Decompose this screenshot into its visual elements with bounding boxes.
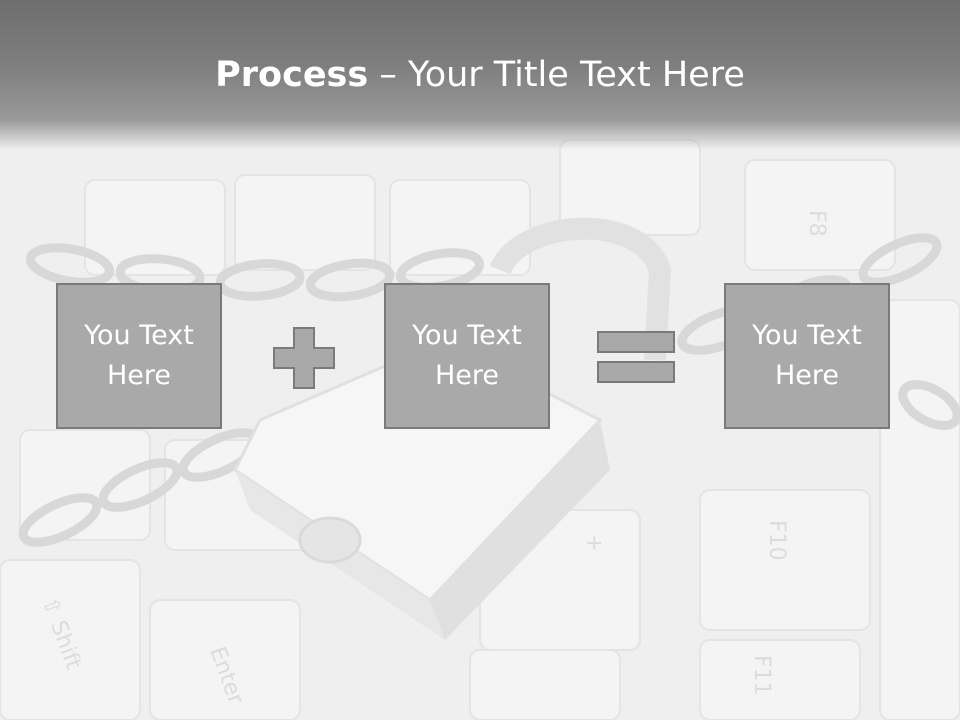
plus-icon: [273, 327, 335, 389]
slide-title: Process – Your Title Text Here: [0, 52, 960, 98]
svg-text:+: +: [585, 531, 603, 556]
process-box-1[interactable]: You Text Here: [56, 283, 222, 429]
process-box-1-text: You Text Here: [84, 320, 194, 391]
title-bold: Process: [215, 55, 369, 95]
title-bar: [0, 0, 960, 150]
process-box-3[interactable]: You Text Here: [724, 283, 890, 429]
equals-icon: [597, 331, 675, 383]
svg-text:F11: F11: [749, 655, 774, 696]
svg-text:F10: F10: [764, 520, 789, 561]
process-box-3-text: You Text Here: [752, 320, 862, 391]
process-box-2-text: You Text Here: [412, 320, 522, 391]
process-box-2[interactable]: You Text Here: [384, 283, 550, 429]
title-rest: – Your Title Text Here: [368, 55, 745, 95]
svg-text:F8: F8: [804, 210, 829, 237]
